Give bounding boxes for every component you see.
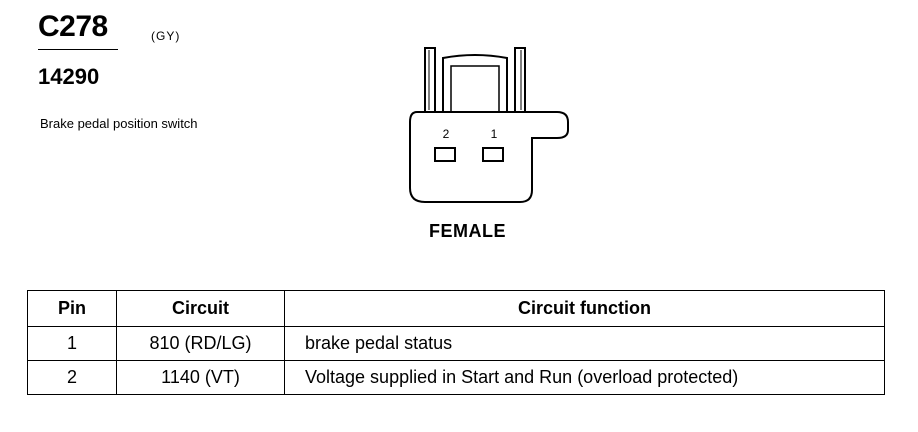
- pin-cell: 2: [27, 360, 117, 395]
- function-cell: brake pedal status: [284, 326, 885, 361]
- pin-2-label: 2: [443, 127, 450, 141]
- pin-2-cavity: [434, 147, 456, 162]
- part-number: 14290: [38, 64, 100, 89]
- column-header-pin: Pin: [27, 290, 117, 327]
- right-latch-arm: [514, 47, 526, 113]
- pinout-table: Pin Circuit Circuit function 1 810 (RD/L…: [27, 290, 885, 395]
- table-header-row: Pin Circuit Circuit function: [27, 290, 885, 327]
- function-cell: Voltage supplied in Start and Run (overl…: [284, 360, 885, 395]
- table-row: 1 810 (RD/LG) brake pedal status: [27, 326, 885, 361]
- pin-cell: 1: [27, 326, 117, 361]
- left-latch-arm: [424, 47, 436, 113]
- circuit-cell: 810 (RD/LG): [116, 326, 285, 361]
- locking-latch: [442, 54, 508, 112]
- pin-1-cavity: [482, 147, 504, 162]
- connector-gender-label: FEMALE: [429, 221, 506, 241]
- color-code: (GY): [151, 29, 181, 43]
- id-underline: [38, 49, 118, 50]
- pin-1-label: 1: [491, 127, 498, 141]
- circuit-cell: 1140 (VT): [116, 360, 285, 395]
- connector-body: [409, 111, 569, 203]
- connector-description: Brake pedal position switch: [40, 116, 198, 131]
- column-header-circuit: Circuit: [116, 290, 285, 327]
- connector-face-diagram: 2 1: [409, 47, 569, 203]
- connector-id: C278: [38, 10, 108, 43]
- table-row: 2 1140 (VT) Voltage supplied in Start an…: [27, 360, 885, 395]
- column-header-function: Circuit function: [284, 290, 885, 327]
